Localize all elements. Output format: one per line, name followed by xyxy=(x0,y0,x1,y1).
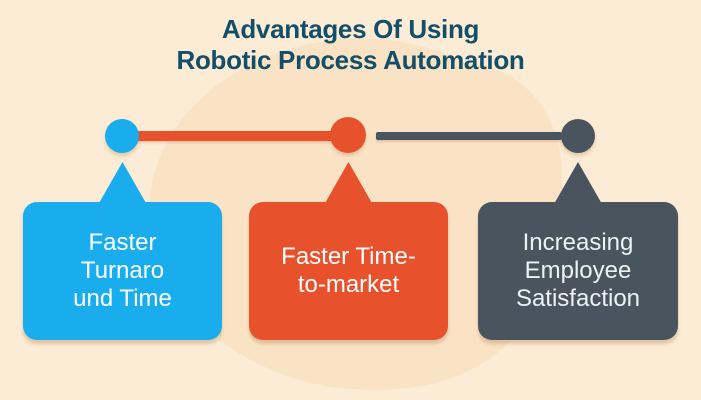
callout-label: Increasing Employee Satisfaction xyxy=(515,229,641,312)
page-title: Advantages Of Using Robotic Process Auto… xyxy=(176,14,525,75)
callout-label: Faster Turnaro und Time xyxy=(73,229,172,312)
callout-faster-turnaround: Faster Turnaro und Time xyxy=(23,162,222,340)
timeline-dot-faster-time-to-market xyxy=(330,117,366,153)
callout-increasing-employee-satisfaction: Increasing Employee Satisfaction xyxy=(478,162,678,340)
callout-pointer-up-icon xyxy=(98,162,147,204)
timeline-dot-faster-turnaround xyxy=(105,119,139,153)
callout-faster-time-to-market: Faster Time- to-market xyxy=(249,162,448,340)
callout-label: Faster Time- to-market xyxy=(281,243,416,298)
timeline-dot-employee-satisfaction xyxy=(561,119,595,153)
timeline-connector-1 xyxy=(122,131,348,141)
timeline-connector-2 xyxy=(376,132,562,140)
